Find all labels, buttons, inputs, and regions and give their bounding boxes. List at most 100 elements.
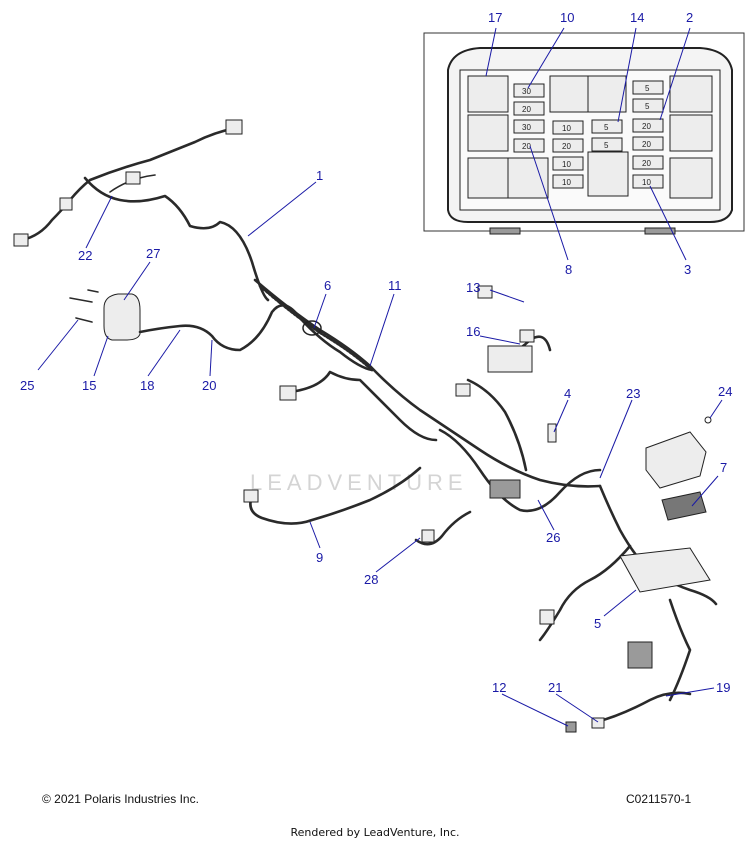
callout-12: 12 (492, 680, 506, 695)
screw (69, 297, 93, 303)
harness-branch (668, 598, 692, 702)
fuse-rating: 20 (522, 142, 531, 151)
callout-24: 24 (718, 384, 732, 399)
relay (507, 157, 549, 199)
leader-6 (313, 293, 327, 329)
harness-branch-28 (414, 510, 472, 546)
leader-14 (617, 27, 637, 123)
callout-17: 17 (488, 10, 502, 25)
fuse (632, 80, 664, 95)
leader-1 (247, 181, 317, 237)
fuse-rating: 30 (522, 87, 531, 96)
screw (704, 416, 712, 424)
relay (669, 114, 713, 152)
fuse-rating: 10 (562, 124, 571, 133)
callout-1: 1 (316, 168, 323, 183)
harness-branch (83, 176, 270, 302)
fuse-column-2: 10 20 10 10 (552, 120, 584, 189)
leader-8 (529, 145, 569, 261)
copyright-text: © 2021 Polaris Industries Inc. (42, 792, 199, 806)
relay (549, 75, 589, 113)
control-module (645, 431, 707, 489)
fuse (632, 118, 664, 133)
relay (467, 114, 509, 152)
relay (587, 151, 629, 197)
connector (13, 233, 29, 247)
leader-7 (691, 475, 719, 507)
fuse (513, 119, 545, 134)
connector (539, 609, 555, 625)
callout-8: 8 (565, 262, 572, 277)
clip (477, 285, 493, 299)
rendered-by-text: Rendered by LeadVenture, Inc. (290, 826, 460, 839)
corrugated-sleeve (258, 284, 374, 372)
connector-gasket (661, 491, 707, 521)
leader-3 (649, 185, 687, 261)
leader-2 (659, 27, 691, 121)
callout-2: 2 (686, 10, 693, 25)
leader-19 (665, 687, 715, 697)
callout-28: 28 (364, 572, 378, 587)
harness-branch-19 (594, 691, 692, 724)
callout-10: 10 (560, 10, 574, 25)
leader-25 (37, 319, 79, 371)
fuse-rating: 20 (642, 122, 651, 131)
fuse-rating: 5 (645, 102, 650, 111)
leader-28 (375, 537, 421, 573)
relay (669, 75, 713, 113)
fuse (632, 98, 664, 113)
fuse (552, 120, 584, 135)
leader-20 (209, 339, 213, 377)
callout-26: 26 (546, 530, 560, 545)
grommet (302, 320, 322, 336)
connector (59, 197, 73, 211)
harness-branch (20, 126, 238, 242)
relay (587, 75, 627, 113)
fuse (632, 155, 664, 170)
callout-3: 3 (684, 262, 691, 277)
fuse (591, 119, 623, 134)
callout-6: 6 (324, 278, 331, 293)
connector (421, 529, 435, 543)
leader-12 (501, 693, 569, 727)
fuse-rating: 20 (562, 142, 571, 151)
callout-21: 21 (548, 680, 562, 695)
connector (455, 383, 471, 397)
plug (565, 721, 577, 733)
screw (75, 317, 93, 323)
connector (125, 171, 141, 185)
clip (547, 423, 557, 443)
fuse (552, 174, 584, 189)
callout-13: 13 (466, 280, 480, 295)
callout-15: 15 (82, 378, 96, 393)
fuse-column-4: 5 5 20 20 20 10 (632, 80, 664, 189)
leader-5 (603, 589, 637, 617)
fuse-rating: 30 (522, 123, 531, 132)
leader-lines (37, 27, 723, 727)
fuse (513, 101, 545, 116)
callout-14: 14 (630, 10, 644, 25)
fuse (552, 156, 584, 171)
diagram-code: C0211570-1 (626, 792, 692, 806)
relay-socket (467, 157, 509, 199)
fuse (632, 136, 664, 151)
fuse-rating: 5 (604, 141, 609, 150)
leader-11 (369, 293, 395, 367)
callouts: 17 10 14 2 8 3 1 22 27 25 15 18 20 6 11 … (20, 10, 732, 695)
relay (467, 75, 509, 113)
fuse (591, 137, 623, 152)
fuse-rating: 10 (642, 178, 651, 187)
harness-branch (288, 370, 438, 442)
callout-7: 7 (720, 460, 727, 475)
main-trunk (253, 278, 602, 488)
latch (489, 227, 521, 235)
leader-4 (553, 399, 569, 433)
harness-branch (538, 544, 632, 642)
leader-16 (479, 335, 521, 345)
fuse-column-3: 5 5 (591, 119, 623, 152)
fuse-rating: 10 (562, 160, 571, 169)
callout-20: 20 (202, 378, 216, 393)
leader-9 (309, 521, 321, 549)
harness-branch (138, 304, 374, 372)
fuse-rating: 5 (645, 84, 650, 93)
